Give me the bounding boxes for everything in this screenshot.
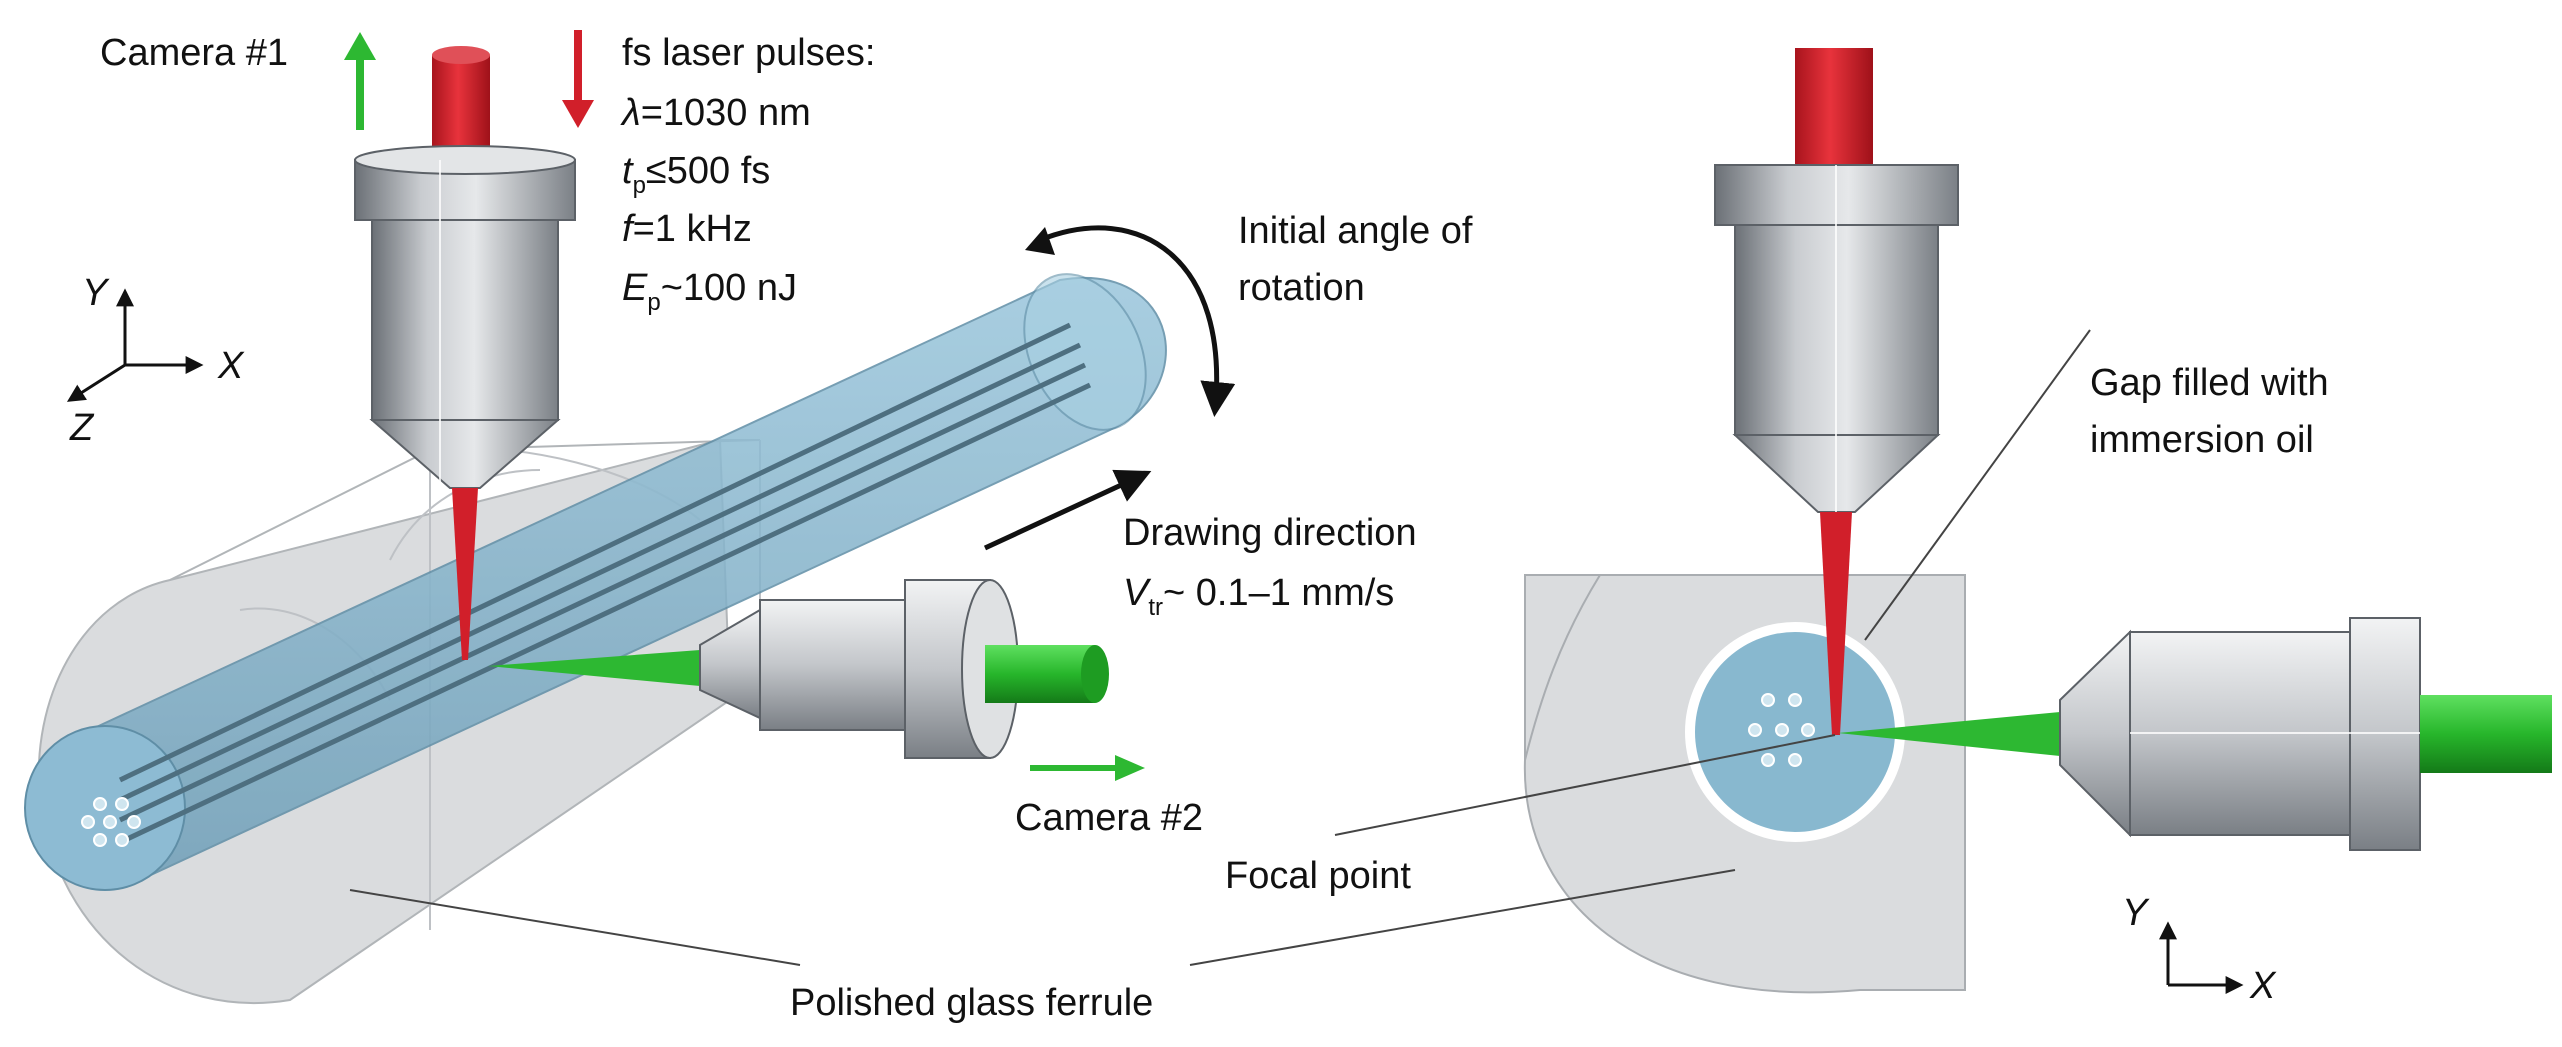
drawing-direction-label: Drawing direction	[1123, 512, 1417, 554]
laser-wavelength: λ=1030 nm	[620, 92, 811, 134]
horizontal-objective-right	[1838, 617, 2552, 851]
axis-left-y: Y	[82, 272, 110, 314]
axis-right-y: Y	[2122, 892, 2150, 934]
camera2-label: Camera #2	[1015, 797, 1203, 839]
laser-title: fs laser pulses:	[622, 32, 875, 74]
axes-right	[2159, 921, 2244, 994]
right-cross-section-view: Y X	[1189, 48, 2552, 1007]
camera2-arrow	[1030, 755, 1145, 781]
focal-point-label: Focal point	[1225, 855, 1411, 897]
laser-pulse-energy: Ep~100 nJ	[622, 267, 797, 316]
axes-left	[66, 288, 204, 402]
preform-rod	[24, 273, 1167, 891]
drawing-direction-arrow	[983, 469, 1152, 551]
rotation-label-line2: rotation	[1238, 267, 1365, 309]
vertical-objective-left	[354, 46, 576, 660]
laser-repetition-rate: f=1 kHz	[622, 208, 752, 250]
axis-right-x: X	[2249, 965, 2277, 1007]
gap-label-line2: immersion oil	[2090, 419, 2314, 461]
rotation-label-line1: Initial angle of	[1238, 210, 1473, 252]
ferrule-label: Polished glass ferrule	[790, 982, 1153, 1024]
capillary-holes	[1748, 693, 1815, 767]
gap-label-line1: Gap filled with	[2090, 362, 2329, 404]
laser-pulse-duration: tp≤500 fs	[622, 150, 770, 199]
axis-left-x: X	[217, 345, 245, 387]
gap-callout	[1864, 329, 2091, 641]
camera1-label: Camera #1	[100, 32, 288, 74]
ferrule-callout-left	[349, 889, 801, 966]
axis-left-z: Z	[69, 407, 95, 449]
focal-point-callout	[1334, 734, 1836, 836]
horizontal-objective-left	[488, 579, 1109, 759]
ferrule-callout-right	[1189, 869, 1736, 966]
preform-cross-section	[1695, 632, 1895, 832]
laser-parameters: fs laser pulses: λ=1030 nm tp≤500 fs f=1…	[620, 32, 875, 316]
drawing-speed-label: Vtr~ 0.1–1 mm/s	[1123, 572, 1394, 621]
vertical-objective-right	[1714, 48, 1959, 735]
camera1-arrow	[344, 32, 376, 130]
laser-arrow	[562, 30, 594, 128]
rotation-arrow	[1025, 225, 1236, 417]
left-isometric-view: Y X Z	[24, 30, 1236, 1005]
